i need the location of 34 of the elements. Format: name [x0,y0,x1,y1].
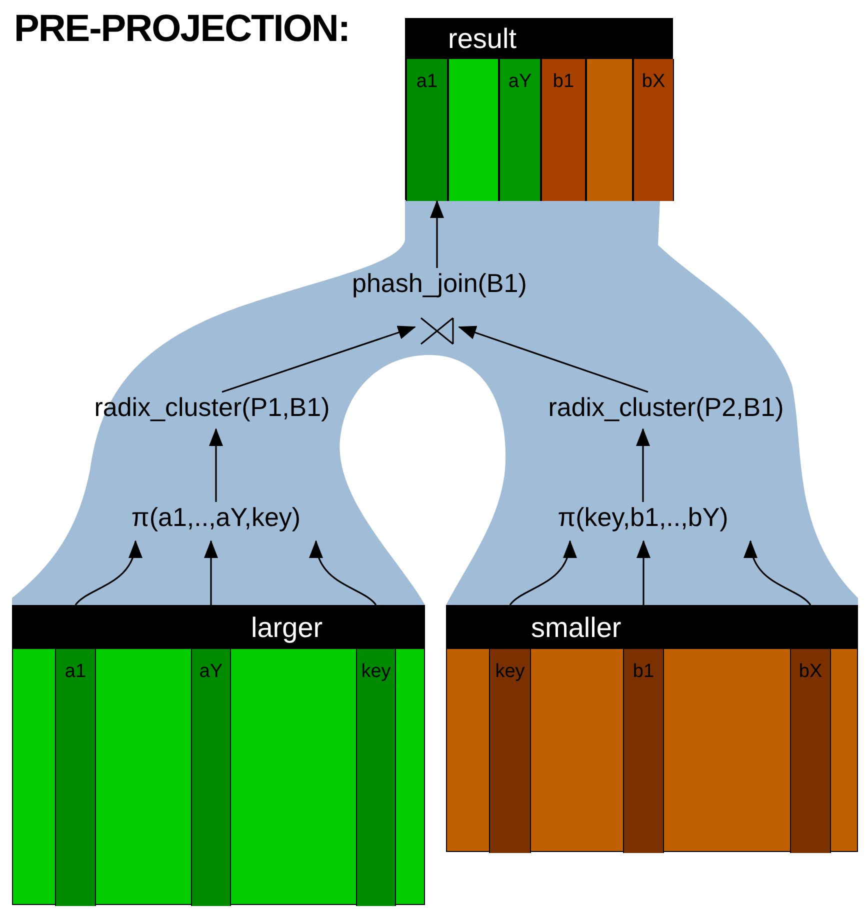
table-header: larger [13,606,424,649]
table-column [586,59,633,201]
table-column: key [489,649,531,853]
table-column [448,59,499,201]
data-table [446,605,858,852]
arrow [209,428,223,502]
operator-label: π(key,b1,..,bY) [518,502,768,540]
operator-label: radix_cluster(P2,B1) [496,392,836,428]
arrow [745,540,812,606]
table-column: b1 [623,649,664,853]
table-column: key [356,649,396,906]
table-column: aY [191,649,231,906]
table-column: a1 [55,649,96,906]
table-column: aY [499,59,541,201]
table-column: a1 [406,59,448,201]
arrow [509,540,576,606]
arrow [458,326,648,393]
arrow [74,540,141,606]
arrow [310,540,377,606]
data-table [405,18,673,200]
table-header: smaller [447,606,857,649]
arrow [636,428,650,502]
arrow [636,540,650,605]
arrow [430,200,444,268]
table-header: result [406,19,672,59]
diagram-title: PRE-PROJECTION: [14,8,350,51]
arrow [222,326,416,393]
table-column: bX [633,59,674,201]
data-table [12,605,425,905]
operator-label: radix_cluster(P1,B1) [52,392,372,428]
table-column: b1 [541,59,586,201]
arrow [204,540,218,605]
operator-label: π(a1,..,aY,key) [86,502,346,540]
table-column: bX [790,649,831,853]
